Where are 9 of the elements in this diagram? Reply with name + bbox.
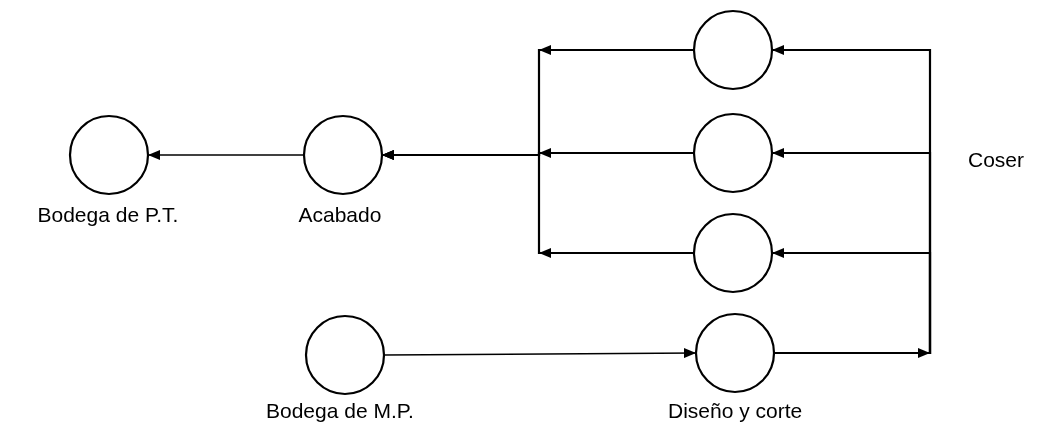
group-label: Coser <box>968 148 1025 172</box>
arrow <box>772 248 932 355</box>
arrow <box>147 150 305 160</box>
node-label: Bodega de P.T. <box>37 203 179 227</box>
arrow <box>382 150 694 255</box>
node-label: Bodega de M.P. <box>266 399 414 423</box>
arrow <box>383 348 697 359</box>
node-label: Acabado <box>298 203 382 227</box>
node-label: Diseño y corte <box>668 399 803 423</box>
